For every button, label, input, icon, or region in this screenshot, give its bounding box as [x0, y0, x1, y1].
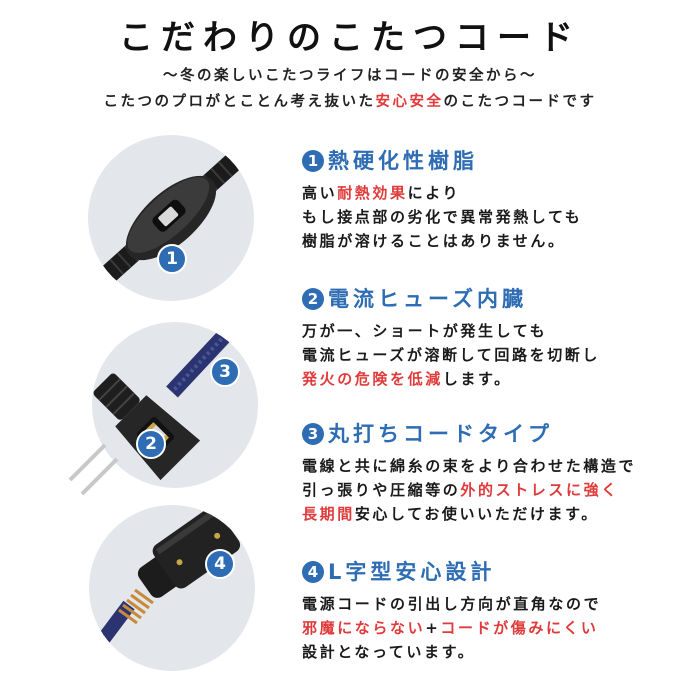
- body-line: 電源コードの引出し方向が直角なので: [302, 595, 602, 613]
- badge-4: 4: [205, 549, 235, 579]
- body-line: 邪魔にならない+コードが傷みにくい: [302, 616, 700, 640]
- body-line: 発火の危険を低減します。: [302, 367, 700, 391]
- body-line: 設計となっています。: [302, 643, 476, 661]
- body-line: 万が一、ショートが発生しても: [302, 322, 548, 340]
- body-line: もし接点部の劣化で異常発熱しても: [302, 208, 583, 226]
- tagline-text: のこたつコードです: [443, 94, 597, 110]
- number-badge-icon: 2: [302, 288, 324, 310]
- feature-body: 高い耐熱効果により もし接点部の劣化で異常発熱しても 樹脂が溶けることはありませ…: [302, 181, 700, 253]
- page-title: こだわりのこたつコード: [119, 18, 581, 58]
- body-line: 電線と共に綿糸の束をより合わせた構造で: [302, 457, 637, 475]
- body-line: 引っ張りや圧縮等の外的ストレスに強く: [302, 478, 700, 502]
- l-shaped-connector-photo: [89, 505, 255, 671]
- text: +: [425, 619, 441, 637]
- feature-title-text: 熱硬化性樹脂: [328, 149, 478, 173]
- text: 引っ張りや圧縮等の: [302, 481, 461, 499]
- feature-body: 電源コードの引出し方向が直角なので 邪魔にならない+コードが傷みにくい 設計とな…: [302, 592, 700, 664]
- number-badge-icon: 1: [302, 150, 324, 172]
- page-tagline: こたつのプロがとことん考え抜いた安心安全のこたつコードです: [0, 90, 700, 111]
- feature-title-text: L字型安心設計: [328, 560, 496, 584]
- highlight-text: 邪魔にならない: [302, 619, 426, 637]
- body-line: 樹脂が溶けることはありません。: [302, 232, 566, 250]
- body-line: 電流ヒューズが溶断して回路を切断し: [302, 346, 601, 364]
- feature-title-text: 丸打ちコードタイプ: [328, 422, 553, 446]
- highlight-text: 長期間: [302, 505, 355, 523]
- text: します。: [442, 370, 512, 388]
- feature-title-text: 電流ヒューズ内臓: [328, 287, 527, 311]
- tagline-highlight: 安心安全: [375, 94, 444, 110]
- number-badge-icon: 4: [302, 561, 324, 583]
- switch-illustration-icon: [97, 150, 245, 286]
- text: 高い: [302, 184, 338, 202]
- highlight-text: 外的ストレスに強く: [460, 481, 619, 499]
- plug-prongs-icon: [68, 443, 119, 496]
- badge-3: 3: [210, 357, 240, 387]
- text: 安心してお使いいただけます。: [354, 505, 599, 523]
- body-line: 長期間安心してお使いいただけます。: [302, 502, 700, 526]
- badge-1: 1: [157, 244, 187, 274]
- connector-illustration-icon: [89, 507, 241, 670]
- text: により: [407, 184, 461, 202]
- highlight-text: コードが傷みにくい: [440, 619, 599, 637]
- number-badge-icon: 3: [302, 423, 324, 445]
- highlight-text: 耐熱効果: [337, 184, 408, 202]
- body-line: 高い耐熱効果により: [302, 181, 700, 205]
- tagline-text: こたつのプロがとことん考え抜いた: [103, 94, 376, 110]
- page-subtitle: 〜冬の楽しいこたつライフはコードの安全から〜: [163, 68, 537, 84]
- intermediate-switch-photo: [88, 135, 254, 301]
- feature-body: 電線と共に綿糸の束をより合わせた構造で 引っ張りや圧縮等の外的ストレスに強く 長…: [302, 454, 700, 526]
- highlight-text: 発火の危険を低減: [302, 370, 443, 388]
- badge-2: 2: [136, 429, 166, 459]
- feature-body: 万が一、ショートが発生しても 電流ヒューズが溶断して回路を切断し 発火の危険を低…: [302, 319, 700, 391]
